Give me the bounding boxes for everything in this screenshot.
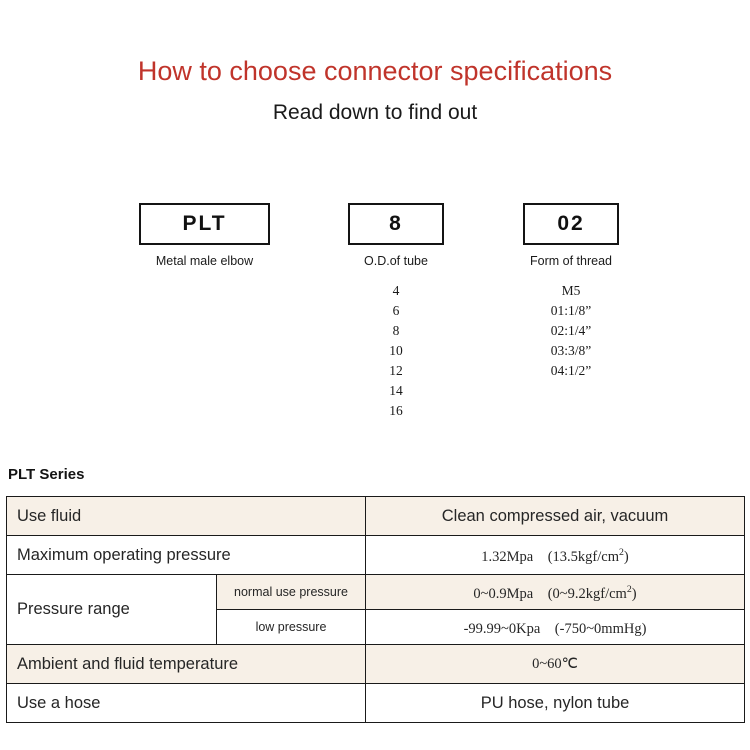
code-option-item: 16: [389, 403, 403, 418]
spec-value-normal-prefix: 0~0.9Mpa (0~9.2kgf/cm: [473, 585, 627, 602]
spec-value-max-pressure-suffix: ): [623, 548, 629, 565]
code-option-item: 04:1/2”: [550, 363, 592, 378]
page-subtitle: Read down to find out: [272, 101, 478, 124]
code-caption-tube: O.D.of tube: [364, 254, 428, 268]
spec-value-max-pressure: 1.32Mpa (13.5kgf/cm2): [365, 535, 746, 575]
code-option-item: 10: [389, 343, 403, 358]
spec-value-normal-suffix: ): [631, 585, 637, 602]
code-option-item: 4: [392, 283, 400, 298]
code-option-item: 03:3/8”: [550, 343, 592, 358]
code-group-thread: 02 Form of thread M5 01:1/8” 02:1/4” 03:…: [523, 203, 619, 381]
code-options-tube: 4 6 8 10 12 14 16: [348, 281, 444, 421]
code-option-item: 8: [392, 323, 400, 338]
spec-value-normal-use-pressure: 0~0.9Mpa (0~9.2kgf/cm2): [365, 574, 746, 610]
table-row: Use fluid Clean compressed air, vacuum: [5, 496, 746, 536]
code-option-item: 01:1/8”: [550, 303, 592, 318]
code-option-item: 12: [389, 363, 403, 378]
spec-value-use-a-hose: PU hose, nylon tube: [365, 683, 746, 723]
spec-label-max-pressure: Maximum operating pressure: [5, 535, 367, 575]
code-box-tube: 8: [348, 203, 444, 245]
code-option-item: 02:1/4”: [550, 323, 592, 338]
spec-label-use-fluid: Use fluid: [5, 496, 367, 536]
code-group-series: PLT Metal male elbow: [139, 203, 270, 281]
table-row: Maximum operating pressure 1.32Mpa (13.5…: [5, 535, 746, 575]
code-box-thread: 02: [523, 203, 619, 245]
spec-sublabel-low-pressure: low pressure: [215, 609, 367, 645]
code-caption-series: Metal male elbow: [155, 254, 254, 268]
code-options-thread: M5 01:1/8” 02:1/4” 03:3/8” 04:1/2”: [523, 281, 619, 381]
spec-value-max-pressure-sup: 2: [619, 546, 624, 558]
spec-sublabel-normal-use-pressure: normal use pressure: [215, 574, 367, 610]
code-option-item: 6: [392, 303, 400, 318]
spec-label-ambient-temperature: Ambient and fluid temperature: [5, 644, 367, 684]
spec-table: Use fluid Clean compressed air, vacuum M…: [5, 496, 746, 723]
spec-value-use-fluid: Clean compressed air, vacuum: [365, 496, 746, 536]
spec-table-heading: PLT Series: [8, 466, 85, 483]
spec-value-low-pressure: -99.99~0Kpa (-750~0mmHg): [365, 609, 746, 645]
spec-label-pressure-range: Pressure range: [6, 574, 217, 645]
spec-label-use-a-hose: Use a hose: [5, 683, 367, 723]
code-option-item: 14: [389, 383, 403, 398]
page-title: How to choose connector specifications: [137, 56, 613, 86]
spec-value-max-pressure-prefix: 1.32Mpa (13.5kgf/cm: [481, 548, 619, 565]
code-option-item: M5: [561, 283, 581, 298]
table-row: Ambient and fluid temperature 0~60℃: [5, 644, 746, 684]
table-row: Use a hose PU hose, nylon tube: [5, 683, 746, 723]
code-caption-thread: Form of thread: [530, 254, 612, 268]
table-row: Pressure range normal use pressure 0~0.9…: [6, 574, 746, 645]
code-group-tube: 8 O.D.of tube 4 6 8 10 12 14 16: [348, 203, 444, 421]
spec-value-ambient-temperature: 0~60℃: [365, 644, 746, 684]
spec-value-normal-sup: 2: [626, 583, 632, 595]
code-box-series: PLT: [139, 203, 270, 245]
